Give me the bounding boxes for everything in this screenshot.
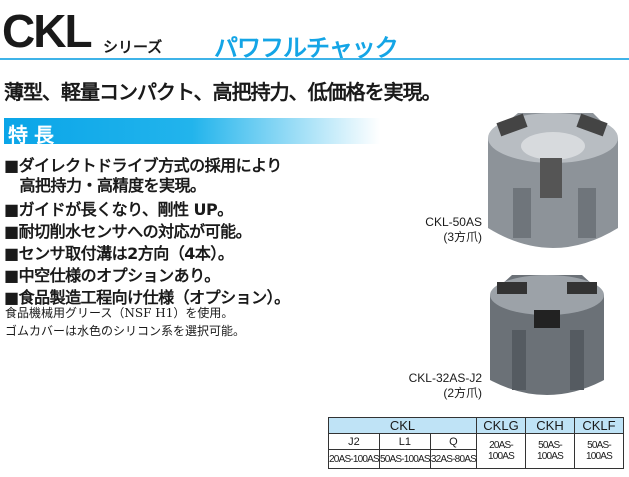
table-cell: 50AS-100AS [574, 433, 624, 469]
series-name: CKL [2, 5, 93, 57]
table-subheader: J2 [328, 433, 380, 450]
table-cell: 32AS-80AS [429, 449, 478, 469]
table-cell: 20AS-100AS [476, 433, 526, 469]
feature-item: ■センサ取付溝は2方向（4本）。 [4, 244, 234, 263]
product-model: CKL-50AS [425, 215, 482, 229]
table-cell: 50AS-100AS [378, 449, 431, 469]
header-divider [0, 58, 629, 60]
table-subheader: Q [429, 433, 478, 450]
feature-item: ■食品製造工程向け仕様（オプション）。 [4, 288, 290, 307]
model-table: CKL CKLG CKH CKLF J2 L1 Q 20AS-100AS 50A… [328, 417, 624, 469]
table-cell: 50AS-100AS [525, 433, 575, 469]
table-header: CKL [328, 417, 477, 434]
product-jaws: (2方爪) [443, 386, 482, 400]
feature-item: ■耐切削水センサへの対応が可能。 [4, 222, 252, 241]
feature-note: ゴムカバーは水色のシリコン系を選択可能。 [5, 324, 246, 338]
feature-item: ■中空仕様のオプションあり。 [4, 266, 220, 285]
product-jaws: (3方爪) [443, 230, 482, 244]
table-cell: 20AS-100AS [328, 449, 380, 469]
series-suffix: シリーズ [103, 38, 163, 56]
product-model: CKL-32AS-J2 [408, 371, 482, 385]
chuck-2-jaw-image [490, 275, 604, 395]
features-banner [4, 118, 380, 144]
feature-item: 高把持力・高精度を実現。 [4, 176, 207, 195]
table-subheader: L1 [378, 433, 431, 450]
feature-item: ■ダイレクトドライブ方式の採用により [4, 156, 282, 175]
product-caption: CKL-32AS-J2 (2方爪) [400, 371, 482, 401]
product-caption: CKL-50AS (3方爪) [418, 215, 482, 245]
features-title: 特長 [8, 123, 60, 147]
table-header: CKLG [476, 417, 526, 434]
table-header: CKH [525, 417, 575, 434]
headline: 薄型、軽量コンパクト、高把持力、低価格を実現。 [4, 80, 442, 104]
feature-item: ■ガイドが長くなり、剛性 UP。 [4, 200, 233, 219]
feature-note: 食品機械用グリース（NSF H1）を使用。 [5, 306, 234, 320]
product-title: パワフルチャック [214, 34, 399, 62]
table-header: CKLF [574, 417, 624, 434]
chuck-3-jaw-image [488, 113, 618, 248]
